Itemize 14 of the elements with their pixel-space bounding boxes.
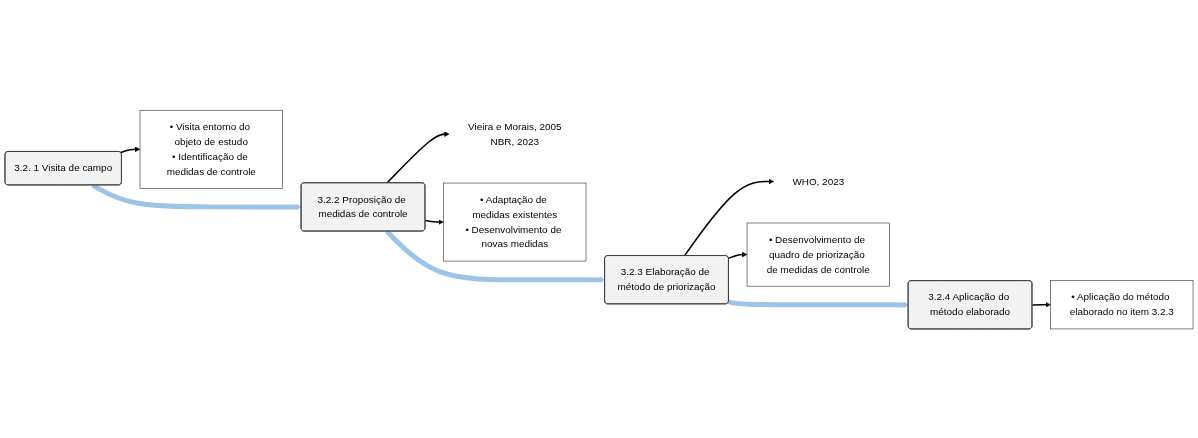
arrow bbox=[385, 229, 606, 283]
arrow bbox=[424, 218, 444, 225]
node-box: • Aplicação do método elaborado no item 3.2.3 bbox=[1050, 279, 1194, 329]
arrow bbox=[683, 178, 775, 257]
arrow bbox=[727, 298, 909, 308]
node-box: • Visita entorno do objeto de estudo • Identificação de medidas de controle bbox=[139, 109, 283, 189]
arrow bbox=[1031, 301, 1051, 308]
node-box: • Adaptação de medidas existentes • Desenvolvimento de novas medidas bbox=[443, 182, 587, 261]
node-box: • Desenvolvimento de quadro de priorização de medidas de controle bbox=[746, 222, 890, 287]
arrow bbox=[727, 251, 748, 259]
arrow bbox=[386, 130, 450, 184]
node-text: WHO, 2023 bbox=[792, 175, 845, 187]
node-text: Vieira e Morais, 2005 NBR, 2023 bbox=[468, 120, 562, 147]
arrow bbox=[119, 146, 141, 153]
